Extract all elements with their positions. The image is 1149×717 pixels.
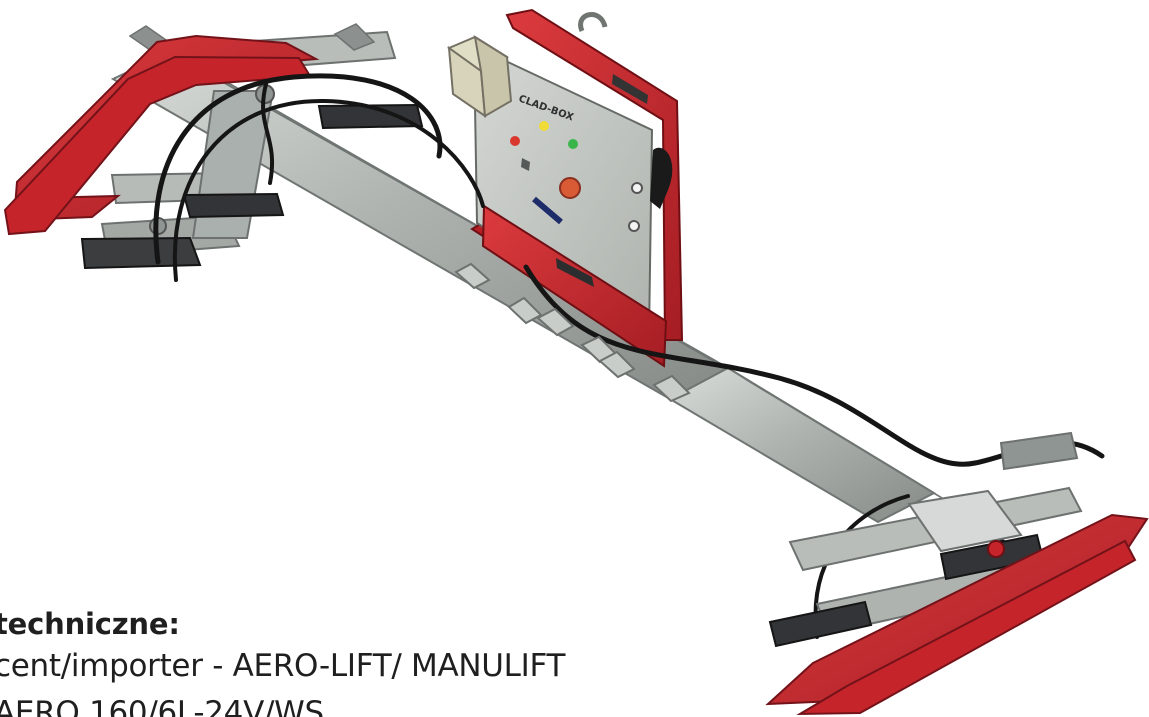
specs-heading: techniczne: [0,607,180,641]
left-frame [80,23,424,270]
support-feet [454,262,691,403]
right-frame [768,431,1083,648]
model-line: AERO 160/6L-24V/WS [0,695,324,717]
right-red-handle [765,513,1149,716]
manufacturer-line: cent/importer - AERO-LIFT/ MANULIFT [0,648,566,684]
left-red-handle [3,34,320,236]
main-beam [110,50,956,524]
control-box: CLAD-BOX [446,8,684,368]
